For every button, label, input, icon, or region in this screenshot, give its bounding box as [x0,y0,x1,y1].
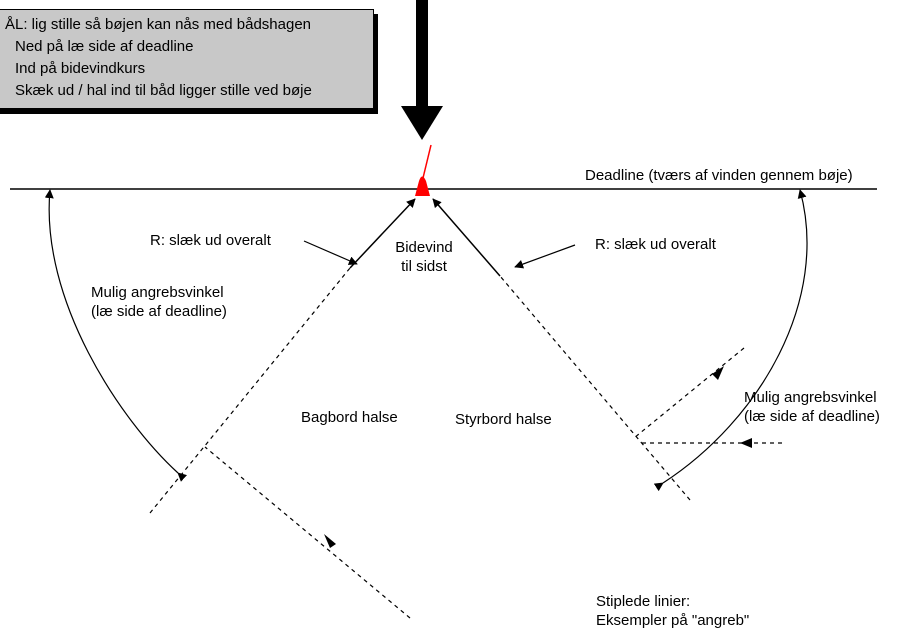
example-attack-left [204,446,411,619]
beat-label: Bidevind til sidst [382,238,466,276]
deadline-label: Deadline (tværs af vinden gennem bøje) [585,167,853,184]
angle-arc-right [653,189,808,492]
buoy-icon [415,144,432,196]
legend-label: Stiplede linier: Eksempler på "angreb" [596,592,749,630]
starboard-tack-dashed [499,275,691,501]
example-attack-right-arrowhead [712,366,724,380]
legend-line1: Stiplede linier: [596,593,691,610]
example-attack-right-h-arrowhead [740,438,752,448]
example-attack-left-arrowhead [324,534,336,548]
goal-step-3: Skæk ud / hal ind til båd ligger stille … [15,82,312,99]
angle-arc-left [44,189,188,482]
port-tack-course [349,198,416,269]
beat-label-line1: Bidevind [395,239,453,256]
angle-left-line2: (læ side af deadline) [91,303,227,320]
wind-arrow [401,0,443,140]
legend-line2: Eksempler på "angreb" [596,612,750,629]
angle-left-label: Mulig angrebsvinkel (læ side af deadline… [91,283,227,321]
goal-step-1: Ned på læ side af deadline [15,38,194,55]
goal-title: ÅL: lig stille så bøjen kan nås med båds… [5,16,312,33]
angle-left-line1: Mulig angrebsvinkel [91,284,224,301]
goal-step-2: Ind på bidevindkurs [15,60,146,77]
goal-box: ÅL: lig stille så bøjen kan nås med båds… [0,9,374,109]
starboard-tack-course [432,198,501,277]
release-right-label: R: slæk ud overalt [595,236,716,253]
release-left-pointer [303,240,358,265]
starboard-tack-label: Styrbord halse [455,411,552,428]
example-attack-right-diag [633,347,745,439]
release-left-label: R: slæk ud overalt [150,232,271,249]
beat-label-line2: til sidst [401,258,447,275]
angle-right-line2: (læ side af deadline) [744,408,880,425]
angle-right-label: Mulig angrebsvinkel (læ side af deadline… [744,388,880,426]
release-right-pointer [514,244,576,269]
port-tack-label: Bagbord halse [301,409,398,426]
angle-right-line1: Mulig angrebsvinkel [744,389,877,406]
